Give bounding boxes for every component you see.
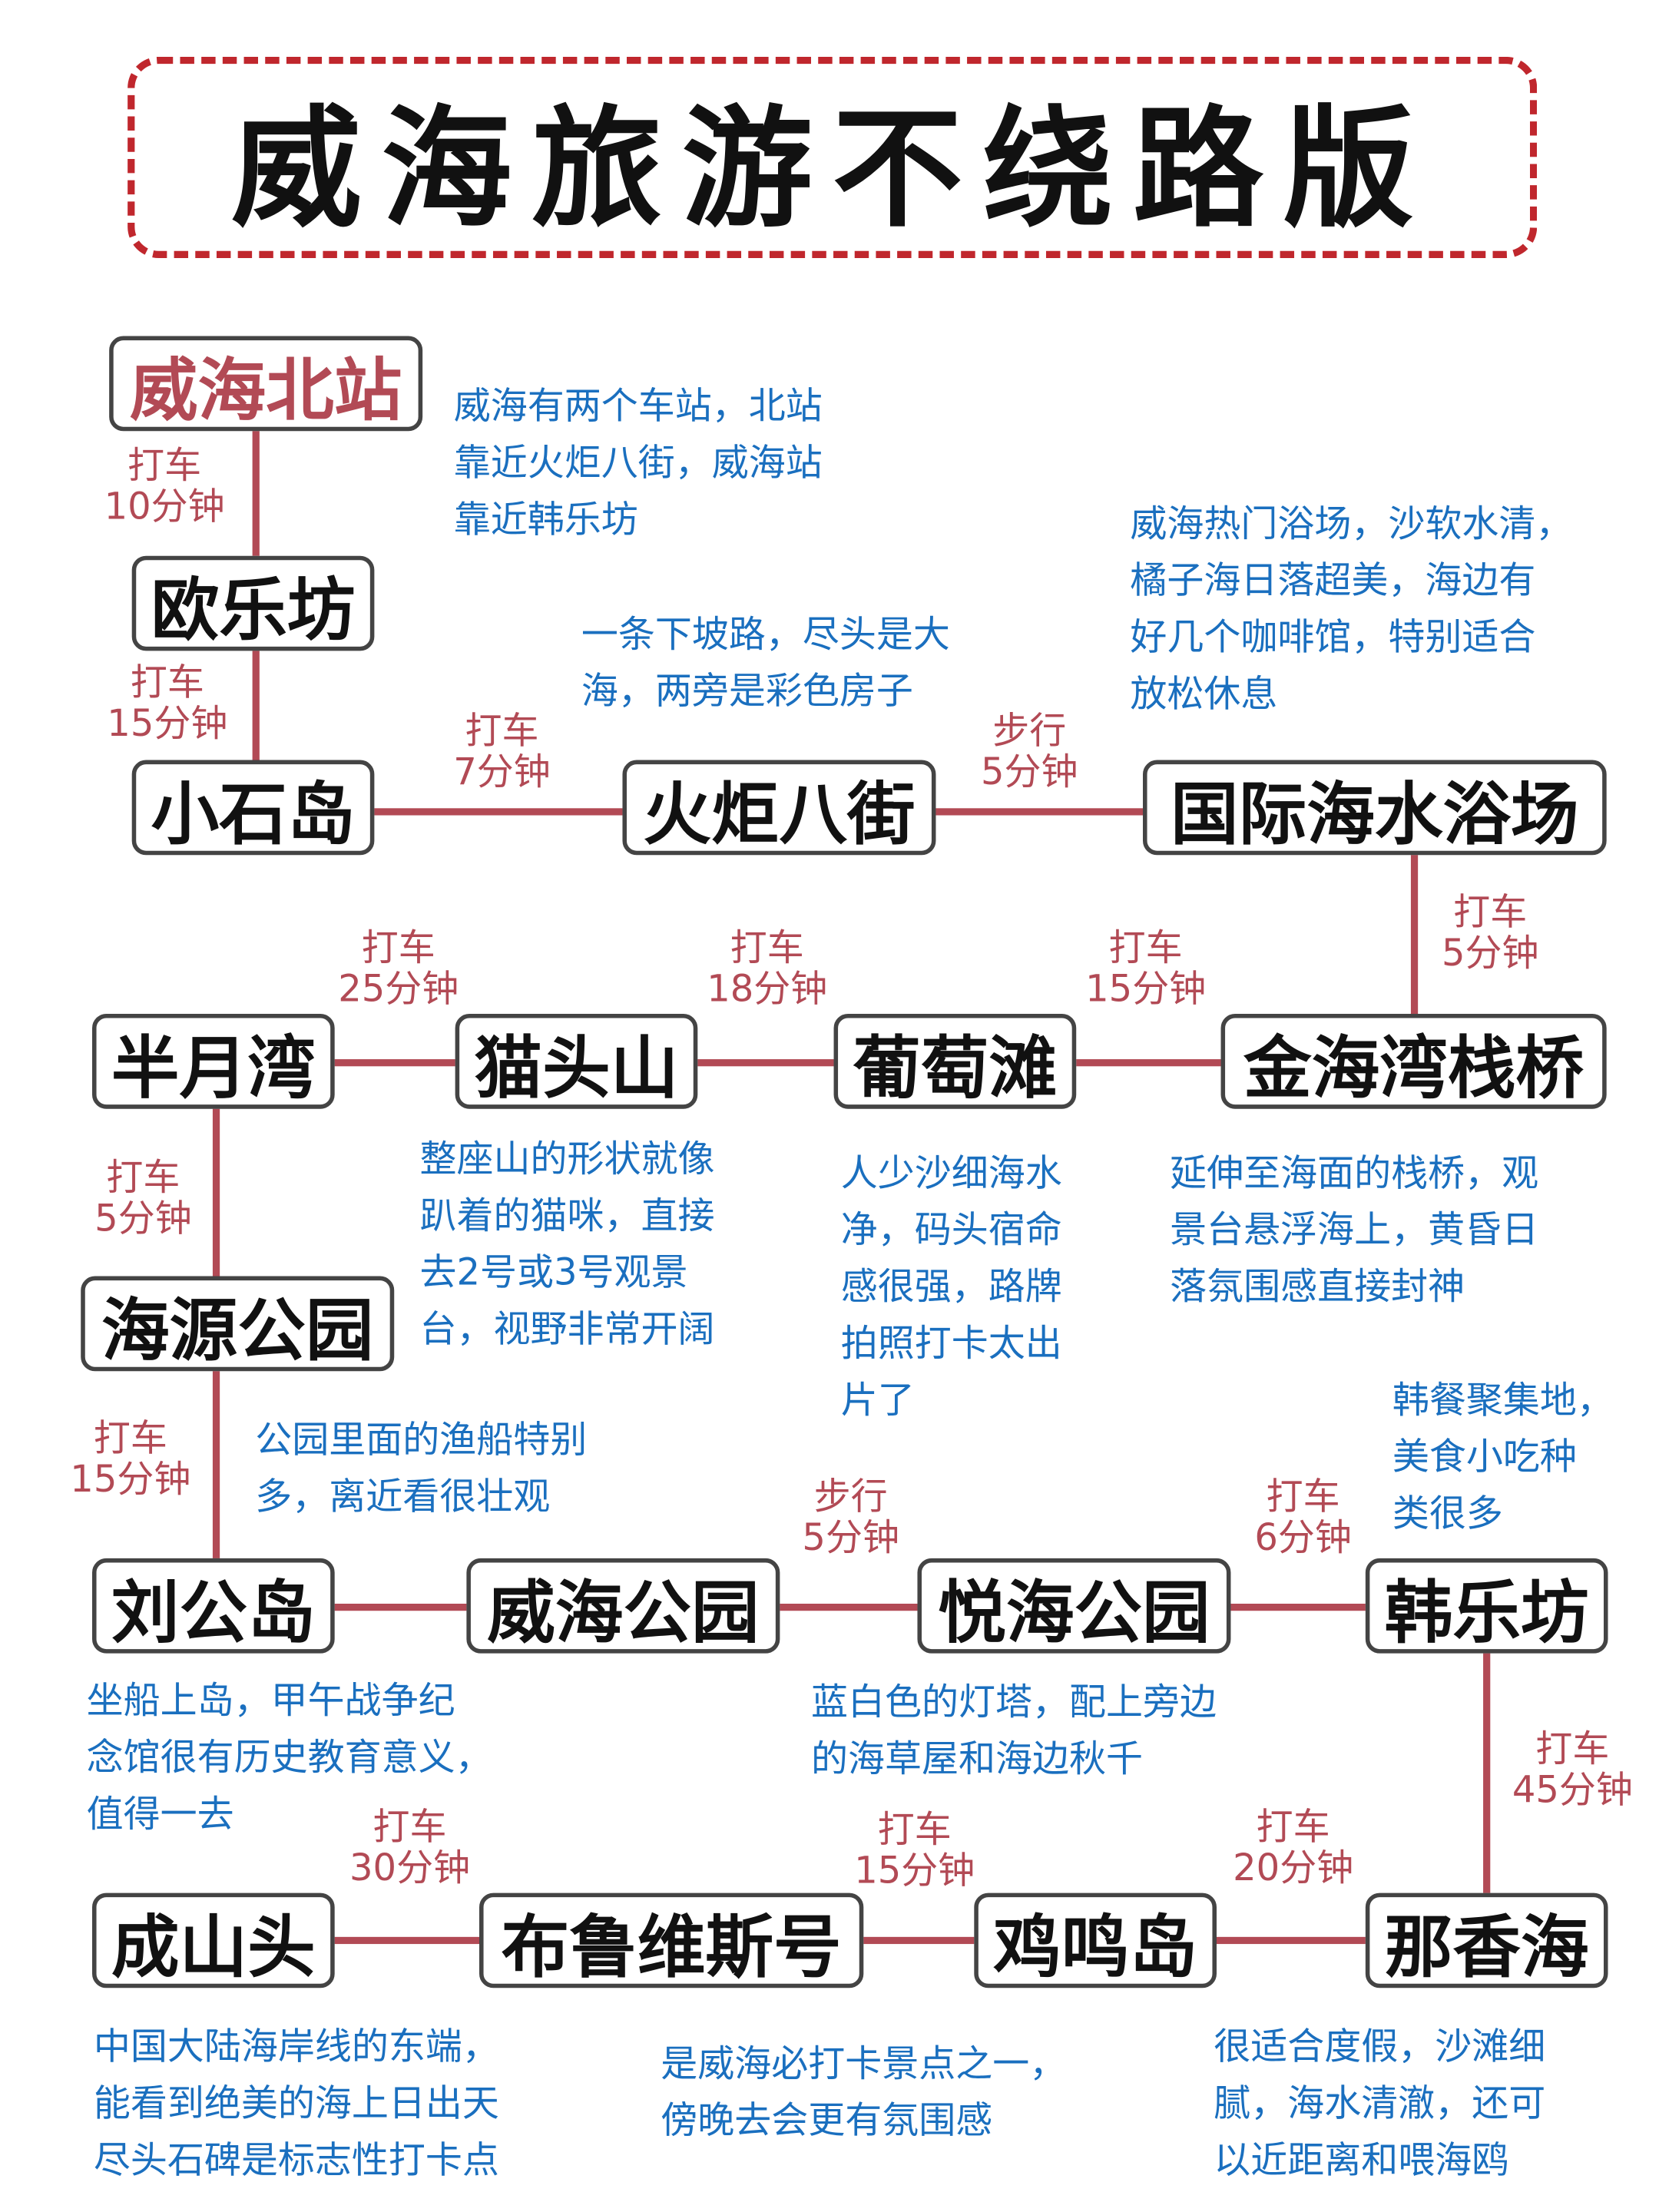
route-line	[212, 1371, 220, 1558]
route-line	[1216, 1936, 1366, 1945]
route-line	[252, 651, 260, 760]
route-line	[863, 1936, 975, 1945]
description-hanlefang: 韩餐聚集地，美食小吃种类很多	[1392, 1379, 1614, 1536]
description-weihai-north-station: 威海有两个车站，北站靠近火炬八街，威海站靠近韩乐坊	[453, 386, 823, 542]
route-line	[212, 1108, 220, 1277]
route-line	[697, 1059, 834, 1067]
route-line	[1076, 1059, 1221, 1067]
page-title: 威海旅游不绕路版	[230, 92, 1434, 245]
route-line	[1410, 855, 1419, 1014]
node-putaotan: 葡萄滩	[833, 1013, 1077, 1109]
node-chengshantou: 成山头	[91, 1892, 335, 1988]
description-international-beach: 威海热门浴场，沙软水清，橘子海日落超美，海边有好几个咖啡馆，特别适合放松休息	[1130, 503, 1573, 717]
route-line	[252, 431, 260, 556]
description-bruvis: 是威海必打卡景点之一，傍晚去会更有氛围感	[661, 2043, 1067, 2143]
node-jinhaiwan-pier: 金海湾栈桥	[1220, 1013, 1607, 1109]
node-weihai-north-station: 威海北站	[109, 336, 423, 432]
node-banyuewan: 半月湾	[91, 1013, 335, 1109]
node-oulefang: 欧乐坊	[131, 555, 375, 651]
description-huoju-8th-street: 一条下坡路，尽头是大海，两旁是彩色房子	[581, 614, 950, 714]
node-haiyuan-park: 海源公园	[81, 1276, 395, 1372]
route-line	[334, 1059, 455, 1067]
node-international-beach: 国际海水浴场	[1142, 760, 1607, 856]
title-frame	[127, 56, 1538, 258]
node-hanlefang: 韩乐坊	[1365, 1558, 1608, 1654]
node-huoju-8th-street: 火炬八街	[622, 760, 936, 856]
description-liugongdao: 坐船上岛，甲午战争纪念馆很有历史教育意义，值得一去	[86, 1680, 492, 1836]
node-xiaoshidao: 小石岛	[131, 760, 375, 856]
node-weihai-park: 威海公园	[466, 1558, 780, 1654]
node-liugongdao: 刘公岛	[91, 1558, 335, 1654]
node-naxianghai: 那香海	[1365, 1892, 1608, 1988]
node-maotoushan: 猫头山	[455, 1013, 698, 1109]
route-line	[935, 808, 1143, 816]
node-bruvis: 布鲁维斯号	[478, 1892, 864, 1988]
description-maotoushan: 整座山的形状就像趴着的猫咪，直接去2号或3号观景台，视野非常开阔	[419, 1138, 715, 1352]
route-line	[374, 808, 623, 816]
node-yuehai-park: 悦海公园	[917, 1558, 1231, 1654]
route-line	[334, 1936, 479, 1945]
description-jinhaiwan-pier: 延伸至海面的栈桥，观景台悬浮海上，黄昏日落氛围感直接封神	[1170, 1152, 1539, 1309]
route-line	[780, 1603, 918, 1611]
description-haiyuan-park: 公园里面的渔船特别多，离近看很壮观	[255, 1419, 588, 1519]
route-line	[334, 1603, 467, 1611]
description-chengshantou: 中国大陆海岸线的东端，能看到绝美的海上日出天尽头石碑是标志性打卡点	[93, 2026, 499, 2183]
description-yuehai-park: 蓝白色的灯塔，配上旁边的海草屋和海边秋千	[810, 1681, 1217, 1781]
node-jimingdao: 鸡鸣岛	[974, 1892, 1217, 1988]
route-line	[1483, 1653, 1491, 1893]
description-naxianghai: 很适合度假，沙滩细腻，海水清澈，还可以近距离和喂海鸥	[1214, 2026, 1546, 2183]
route-line	[1230, 1603, 1366, 1611]
description-putaotan: 人少沙细海水净，码头宿命感很强，路牌拍照打卡太出片了	[840, 1152, 1062, 1422]
